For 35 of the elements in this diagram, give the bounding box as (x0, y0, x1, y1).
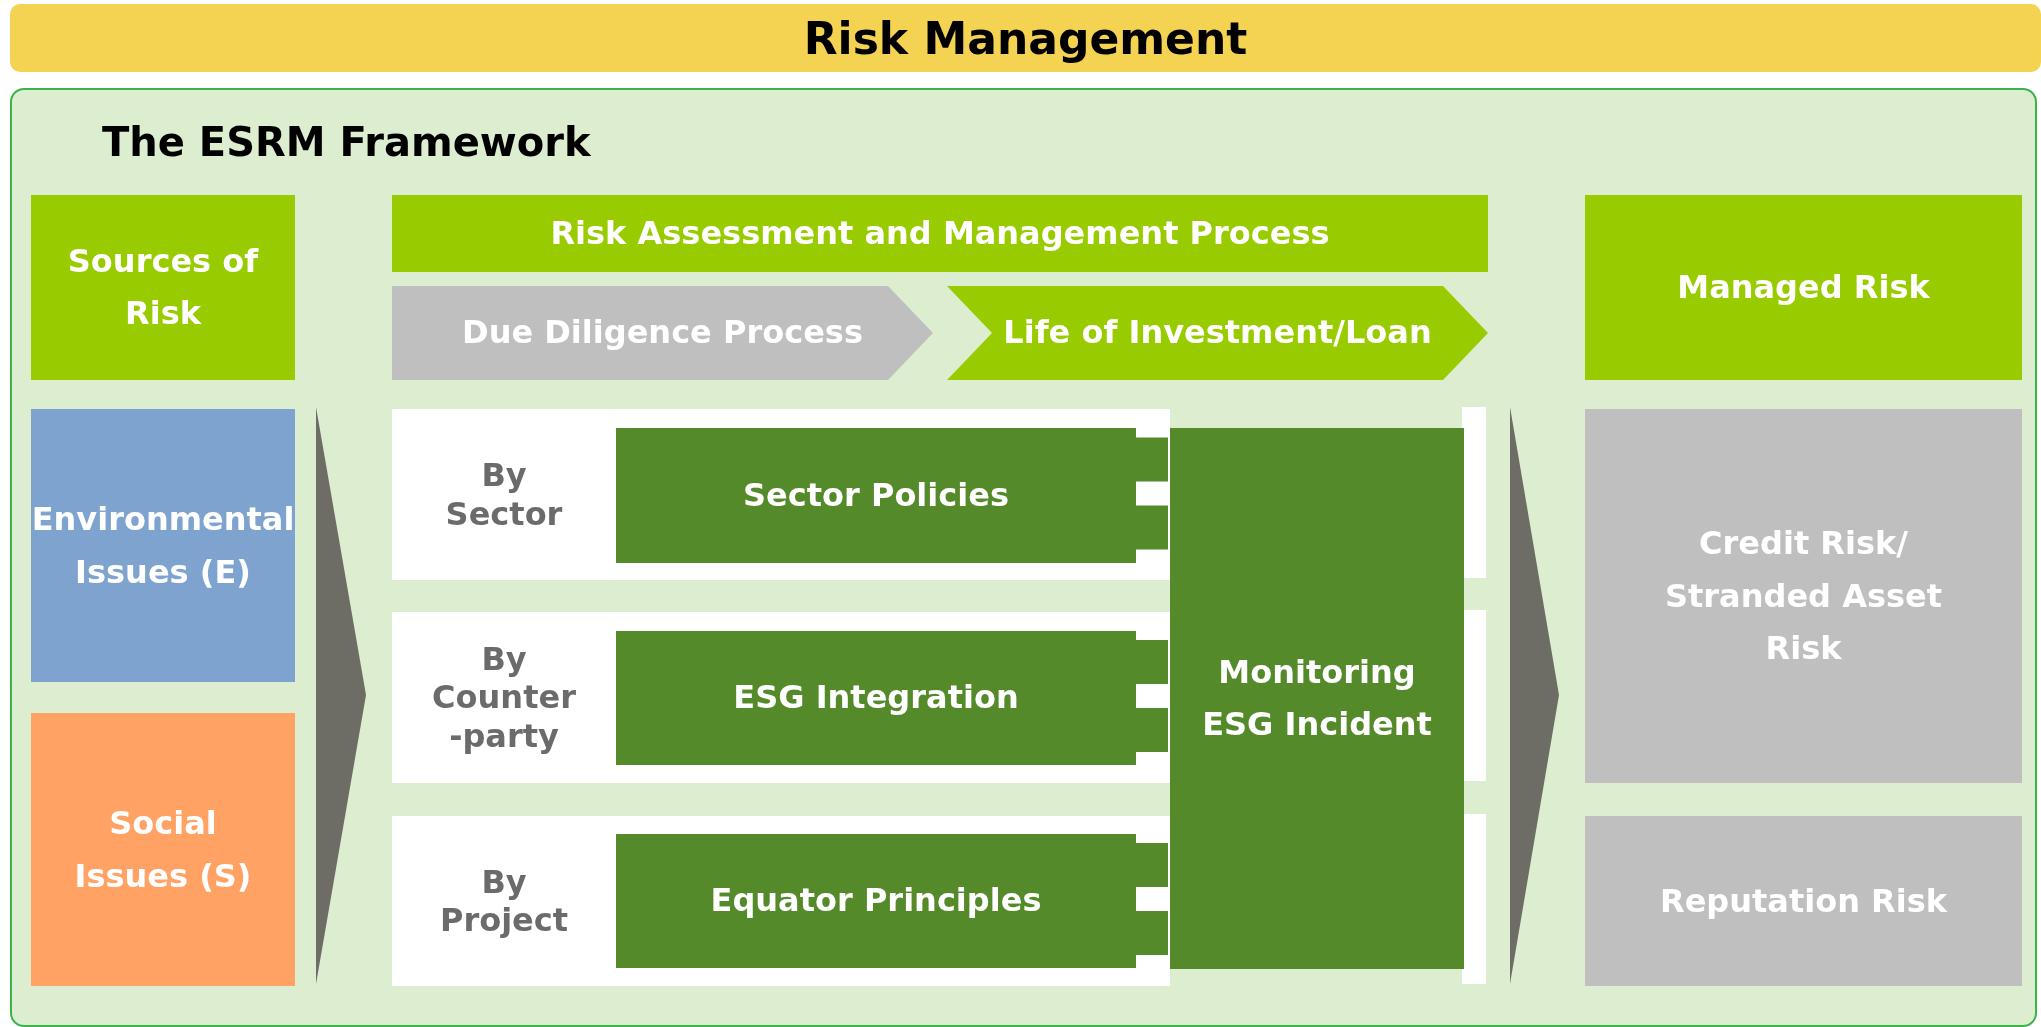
panel-heading: The ESRM Framework (102, 118, 591, 167)
risk-text: Reputation Risk (1659, 880, 1949, 922)
framework-panel (10, 88, 2037, 1027)
row-band (392, 816, 1170, 986)
process-box (1170, 428, 1464, 969)
header-box (31, 195, 295, 380)
risk-text: Credit Risk/ Stranded Asset Risk (1664, 522, 1943, 670)
process-box (616, 428, 1136, 563)
process-text: Sector Policies (742, 474, 1010, 516)
phase-banner (947, 286, 1488, 380)
header-text: Sources of Risk (66, 241, 260, 334)
process-box (616, 631, 1136, 765)
category-box (31, 713, 295, 986)
row-band (392, 409, 1170, 580)
process-text: ESG Integration (732, 677, 1020, 719)
phase-text: Life of Investment/Loan (1002, 312, 1433, 354)
header-text: Managed Risk (1676, 266, 1931, 308)
process-text: Equator Principles (709, 880, 1043, 922)
header-box (392, 195, 1488, 272)
row-label: By Counter -party (431, 639, 577, 756)
title-banner: Risk Management (10, 4, 2041, 72)
process-box (616, 834, 1136, 968)
category-text: Environmental Issues (E) (30, 498, 296, 593)
row-label: By Sector (444, 456, 564, 533)
row-label: By Project (438, 862, 570, 940)
header-text: Risk Assessment and Management Process (549, 212, 1331, 254)
phase-banner (392, 286, 933, 380)
row-band (392, 612, 1170, 783)
category-box (31, 409, 295, 682)
header-box (1585, 195, 2022, 380)
risk-box (1585, 409, 2022, 783)
category-text: Social Issues (S) (73, 802, 253, 897)
phase-text: Due Diligence Process (461, 312, 864, 354)
process-text: Monitoring ESG Incident (1201, 652, 1433, 745)
risk-box (1585, 816, 2022, 986)
